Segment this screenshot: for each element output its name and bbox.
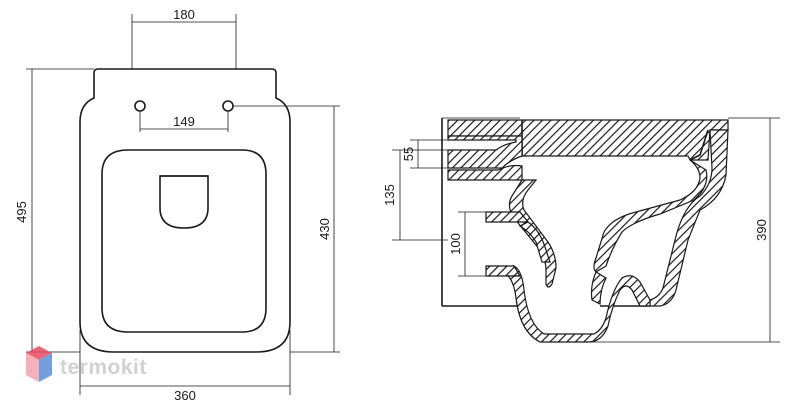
bowl-base <box>506 264 651 343</box>
dimension-inlet-height: 55 <box>401 147 416 161</box>
flush-hole <box>159 175 209 229</box>
mounting-hole-left <box>134 100 146 112</box>
inlet-lower <box>447 164 523 181</box>
logo-cube-left-icon <box>26 353 39 382</box>
dimension-hole-spacing: 149 <box>173 114 195 129</box>
side-section-view: 55 135 100 390 <box>382 117 780 343</box>
top-view: 180 149 495 430 360 <box>14 7 340 403</box>
logo-cube-right-icon <box>39 353 52 382</box>
bowl-opening <box>101 149 267 333</box>
dimension-inlet-offset: 135 <box>382 184 397 206</box>
dimension-top-width: 180 <box>173 7 195 22</box>
dimension-total-length: 495 <box>14 201 29 223</box>
inlet-upper <box>447 135 523 169</box>
termokit-logo: termokit <box>26 346 147 382</box>
dimension-total-height: 390 <box>754 219 769 241</box>
bowl-inner-wall <box>593 159 708 273</box>
dimension-seat-length: 430 <box>317 218 332 240</box>
outlet-upper <box>485 211 530 223</box>
dimension-bottom-width: 360 <box>174 388 196 403</box>
mounting-hole-right <box>222 100 234 112</box>
logo-text: termokit <box>60 356 147 379</box>
toilet-outline <box>79 68 291 353</box>
dimension-outlet-height: 100 <box>448 233 463 255</box>
front-wall <box>649 129 729 307</box>
